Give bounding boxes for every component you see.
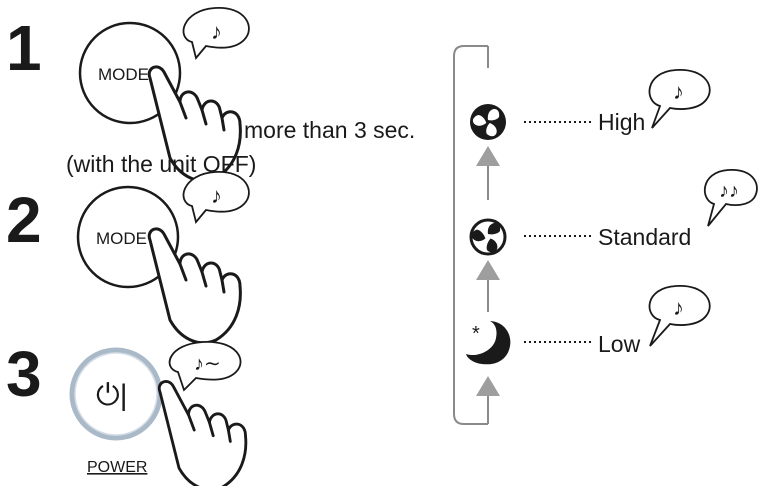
sound-note-standard: ♪♪ <box>719 180 739 202</box>
hand-icon <box>157 379 248 491</box>
cycle-bracket <box>453 45 488 425</box>
level-standard: Standard ♪♪ <box>468 169 758 257</box>
step-2-number: 2 <box>6 184 42 256</box>
level-high: High ♪ <box>470 69 711 140</box>
sound-note-step-2: ♪ <box>211 183 222 208</box>
step-1-number: 1 <box>6 12 42 84</box>
mode-button-step-1-label: MODE <box>98 65 149 84</box>
mode-button-step-2-label: MODE <box>96 229 147 248</box>
sound-note-high: ♪ <box>673 79 684 104</box>
sound-note-low: ♪ <box>673 295 684 320</box>
sound-bubble-step-3: ♪∼ <box>168 341 242 392</box>
mode-button-step-2[interactable] <box>76 185 180 289</box>
fan-high-icon <box>470 104 506 140</box>
sound-bubble-step-1: ♪ <box>182 7 250 60</box>
step-3: 3 ⏻| ♪∼ POWER <box>6 338 248 491</box>
power-button-caption: POWER <box>87 459 147 476</box>
sound-bubble-standard: ♪♪ <box>703 169 758 227</box>
level-low: * Low ♪ <box>466 285 711 365</box>
sound-note-step-3: ♪∼ <box>194 353 221 375</box>
level-standard-label: Standard <box>598 224 691 250</box>
step-2: 2 MODE ♪ <box>6 171 250 345</box>
fan-level-cycle: High ♪ Standard ♪♪ * Low <box>453 45 758 425</box>
up-arrow <box>476 260 500 280</box>
level-high-label: High <box>598 109 645 135</box>
hand-icon <box>147 227 242 345</box>
sound-bubble-step-2: ♪ <box>182 171 250 224</box>
up-arrow <box>476 376 500 396</box>
up-arrow <box>476 146 500 166</box>
sound-note-step-1: ♪ <box>211 19 222 44</box>
moon-low-icon: * <box>466 321 511 365</box>
step-1: 1 MODE ♪ more than 3 sec. (with the unit… <box>6 7 415 183</box>
sound-bubble-high: ♪ <box>648 69 711 129</box>
sound-bubble-low: ♪ <box>648 285 711 347</box>
power-icon: ⏻| <box>96 379 128 412</box>
fan-standard-icon <box>468 218 507 257</box>
step-3-number: 3 <box>6 338 42 410</box>
hold-duration-text: more than 3 sec. <box>244 117 415 143</box>
level-low-label: Low <box>598 331 641 357</box>
svg-text:*: * <box>472 323 480 345</box>
